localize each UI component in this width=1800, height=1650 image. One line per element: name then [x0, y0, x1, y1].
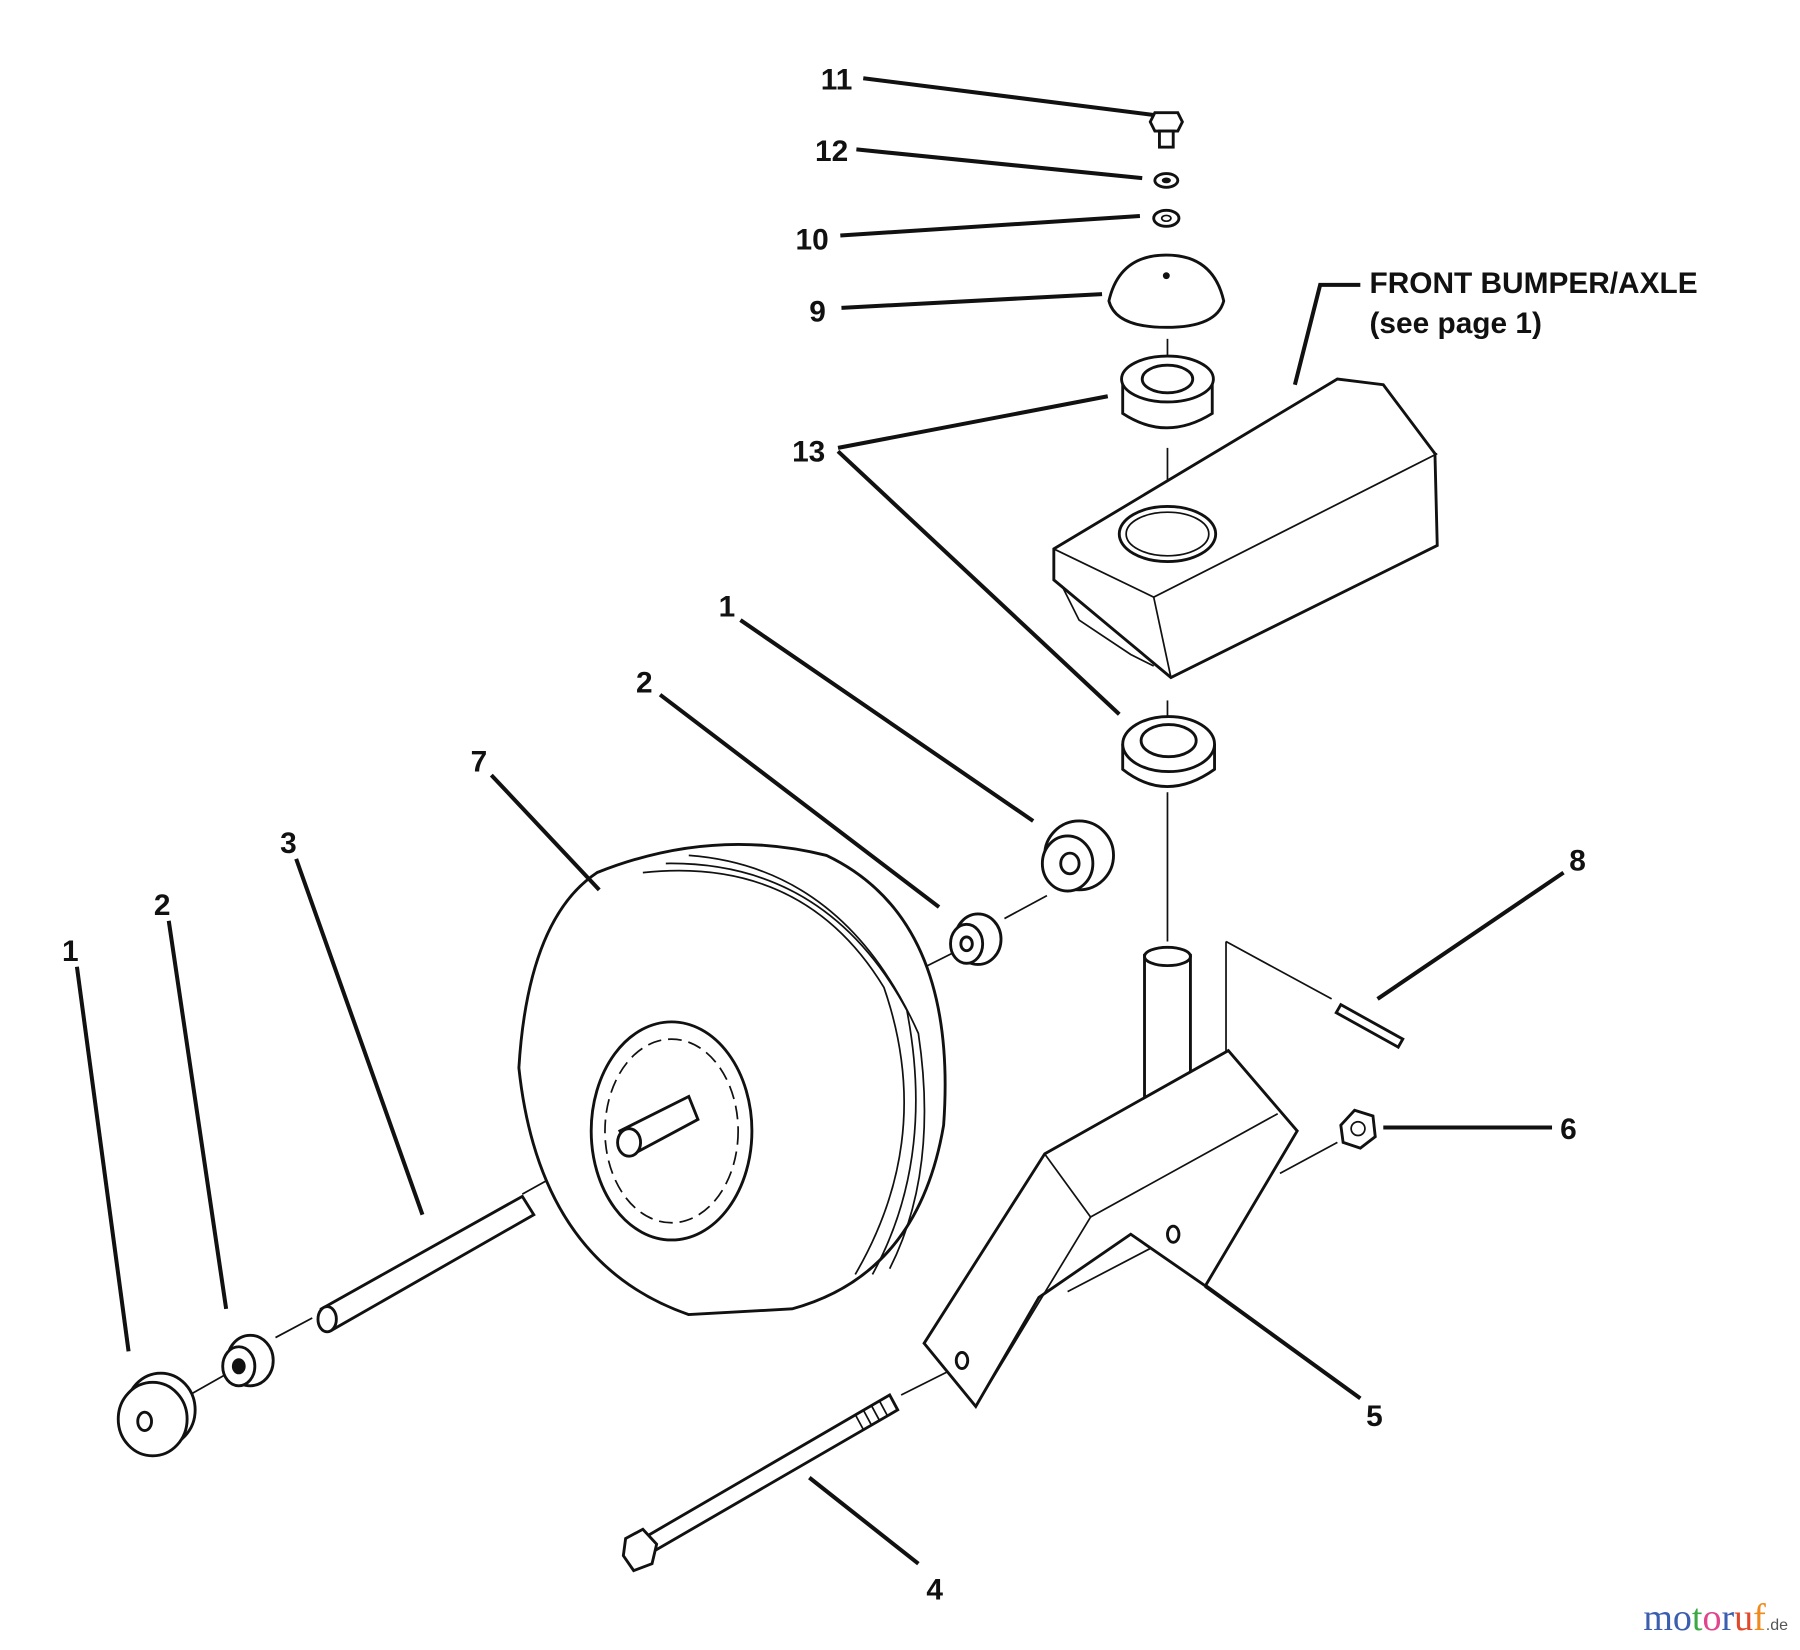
bolt-11 [1148, 111, 1185, 149]
washer-10 [1152, 208, 1181, 228]
cap-9 [1107, 253, 1226, 329]
note-subtitle: (see page 1) [1370, 307, 1542, 340]
callout-9: 9 [809, 296, 826, 329]
callout-13: 13 [792, 436, 825, 469]
callout-8: 8 [1569, 844, 1586, 877]
callout-5: 5 [1366, 1400, 1383, 1433]
bearing-13-top [1120, 354, 1215, 430]
nut-6 [1339, 1108, 1377, 1150]
watermark-letter: m [1643, 1597, 1673, 1639]
callout-10: 10 [796, 223, 829, 256]
front-bumper-axle [1052, 377, 1439, 680]
callout-11: 11 [821, 64, 853, 97]
bearing-2-right [949, 912, 1003, 966]
watermark-letter: o [1672, 1597, 1692, 1639]
callout-2-left: 2 [154, 889, 171, 922]
spacer-1-left [116, 1371, 197, 1458]
callout-leaders [74, 76, 1565, 1566]
watermark-letter: o [1702, 1597, 1722, 1639]
bolt-4 [621, 1392, 900, 1573]
callout-4: 4 [926, 1573, 943, 1606]
callout-12: 12 [815, 135, 848, 168]
watermark-suffix: .de [1765, 1617, 1788, 1634]
spacer-1-right [1040, 819, 1115, 893]
callout-1-left: 1 [62, 935, 79, 968]
callout-1-right: 1 [719, 591, 736, 624]
pin-8 [1334, 1002, 1405, 1050]
callout-6: 6 [1560, 1113, 1577, 1146]
watermark-text: motoruf [1643, 1596, 1765, 1640]
callout-7: 7 [471, 746, 488, 779]
watermark-letter: f [1753, 1597, 1766, 1639]
bearing-2-left [221, 1333, 275, 1388]
callout-3: 3 [280, 827, 297, 860]
caster-fork-5 [922, 945, 1299, 1409]
bearing-13-bottom [1121, 715, 1216, 788]
watermark-letter: r [1721, 1597, 1735, 1639]
wheel-tire-7 [517, 842, 947, 1317]
watermark-letter: u [1734, 1597, 1754, 1639]
note-title: FRONT BUMPER/AXLE [1370, 267, 1698, 300]
watermark-logo: motoruf.de [1643, 1596, 1788, 1640]
callout-2-right: 2 [636, 666, 653, 699]
axle-shaft-3 [316, 1194, 536, 1334]
lock-washer-12 [1153, 172, 1180, 189]
watermark-letter: t [1691, 1597, 1703, 1639]
